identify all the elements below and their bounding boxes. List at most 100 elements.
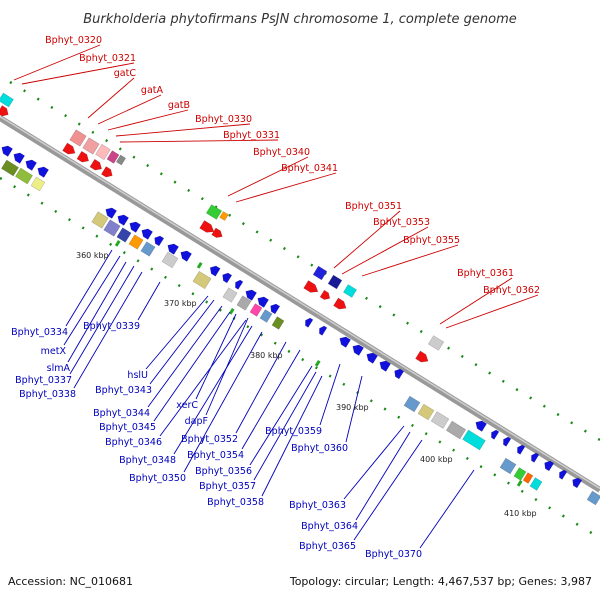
reverse-gene-arrow (1, 145, 13, 157)
reverse-gene-label[interactable]: slmA (47, 363, 71, 374)
scale-label: 390 kbp (336, 403, 369, 412)
reverse-gene-arrow (105, 207, 117, 219)
forward-gene-label[interactable]: Bphyt_0331 (223, 130, 280, 141)
reverse-label-leader (343, 425, 405, 500)
reverse-gene-label[interactable]: Bphyt_0365 (299, 541, 356, 552)
forward-gene-label[interactable]: Bphyt_0320 (45, 35, 102, 46)
reverse-gene-arrow (222, 272, 233, 284)
reverse-label-leader (147, 305, 223, 408)
inner-dotted-track (0, 176, 600, 540)
forward-gene-block (0, 92, 14, 108)
forward-label-leader (445, 294, 539, 329)
forward-label-leader (21, 62, 135, 85)
forward-gene-label[interactable]: Bphyt_0353 (373, 217, 430, 228)
reverse-gene-block (271, 316, 285, 330)
forward-gene-arrow (76, 150, 89, 163)
reverse-gene-arrow (559, 469, 568, 480)
rna-feature-tick (516, 480, 523, 487)
reverse-label-leader (149, 299, 215, 385)
forward-label-leader (107, 109, 189, 131)
reverse-gene-block (403, 395, 421, 413)
reverse-gene-block (1, 159, 19, 177)
reverse-label-leader (65, 249, 113, 327)
forward-label-leader (13, 44, 101, 81)
reverse-gene-label[interactable]: metX (41, 346, 67, 357)
genome-summary-text: Topology: circular; Length: 4,467,537 bp… (289, 575, 592, 588)
reverse-gene-arrow (117, 214, 129, 226)
reverse-gene-block (499, 457, 517, 475)
reverse-gene-arrow (25, 159, 37, 171)
reverse-gene-label[interactable]: Bphyt_0348 (119, 455, 176, 466)
reverse-gene-label[interactable]: Bphyt_0356 (195, 466, 252, 477)
forward-label-leader (361, 244, 459, 277)
reverse-label-leader (195, 313, 237, 400)
reverse-gene-arrow (270, 303, 281, 315)
reverse-gene-block (417, 403, 435, 421)
scale-label: 370 kbp (164, 299, 197, 308)
reverse-gene-label[interactable]: Bphyt_0357 (199, 481, 256, 492)
reverse-gene-label[interactable]: Bphyt_0352 (181, 434, 238, 445)
reverse-gene-label[interactable]: hslU (127, 370, 148, 381)
reverse-gene-arrow (167, 243, 179, 255)
forward-gene-block (219, 211, 229, 221)
accession-text: Accession: NC_010681 (8, 575, 133, 588)
forward-gene-label[interactable]: gatA (141, 85, 164, 96)
reverse-label-leader (63, 255, 121, 346)
forward-label-leader (227, 156, 309, 197)
reverse-gene-label[interactable]: Bphyt_0363 (289, 500, 346, 511)
forward-gene-block (95, 143, 111, 161)
rna-feature-tick (314, 360, 321, 367)
reverse-gene-arrow (339, 336, 351, 348)
reverse-gene-block (529, 477, 543, 491)
reverse-gene-block (249, 303, 263, 317)
reverse-gene-label[interactable]: Bphyt_0334 (11, 327, 68, 338)
reverse-label-leader (145, 295, 209, 370)
reverse-label-leader (249, 365, 313, 466)
forward-gene-label[interactable]: Bphyt_0321 (79, 53, 136, 64)
chromosome-backbone-highlight (0, 115, 600, 490)
reverse-gene-label[interactable]: Bphyt_0350 (129, 473, 186, 484)
forward-label-leader (439, 277, 513, 325)
reverse-gene-label[interactable]: Bphyt_0360 (291, 443, 348, 454)
forward-gene-label[interactable]: Bphyt_0362 (483, 285, 540, 296)
forward-gene-arrow (0, 105, 9, 117)
scale-label: 380 kbp (250, 351, 283, 360)
forward-gene-arrow (303, 280, 319, 293)
reverse-gene-label[interactable]: Bphyt_0359 (265, 426, 322, 437)
reverse-gene-block (462, 429, 486, 451)
reverse-gene-label[interactable]: Bphyt_0339 (83, 321, 140, 332)
reverse-label-leader (67, 261, 127, 363)
forward-gene-arrow (211, 227, 223, 238)
reverse-gene-block (116, 227, 132, 243)
reverse-gene-label[interactable]: Bphyt_0343 (95, 385, 152, 396)
reverse-gene-label[interactable]: Bphyt_0346 (105, 437, 162, 448)
forward-gene-label[interactable]: Bphyt_0361 (457, 268, 514, 279)
reverse-gene-label[interactable]: xerC (176, 400, 198, 411)
forward-gene-block (69, 129, 87, 147)
forward-gene-label[interactable]: Bphyt_0330 (195, 114, 252, 125)
reverse-gene-label[interactable]: Bphyt_0364 (301, 521, 358, 532)
reverse-gene-label[interactable]: dapF (185, 416, 208, 427)
reverse-gene-label[interactable]: Bphyt_0354 (187, 450, 244, 461)
reverse-gene-block (192, 270, 212, 290)
reverse-gene-label[interactable]: Bphyt_0345 (99, 422, 156, 433)
reverse-label-leader (355, 431, 411, 521)
forward-gene-block (115, 154, 127, 166)
forward-gene-label[interactable]: gatB (168, 100, 190, 111)
reverse-gene-label[interactable]: Bphyt_0344 (93, 408, 150, 419)
forward-gene-label[interactable]: Bphyt_0355 (403, 235, 460, 246)
forward-gene-label[interactable]: gatC (114, 68, 137, 79)
reverse-gene-label[interactable]: Bphyt_0337 (15, 375, 72, 386)
reverse-gene-arrow (503, 436, 512, 447)
forward-gene-label[interactable]: Bphyt_0341 (281, 163, 338, 174)
reverse-gene-label[interactable]: Bphyt_0358 (207, 497, 264, 508)
reverse-gene-label[interactable]: Bphyt_0370 (365, 549, 422, 560)
reverse-gene-arrow (129, 221, 141, 233)
reverse-gene-label[interactable]: Bphyt_0338 (19, 389, 76, 400)
forward-gene-label[interactable]: Bphyt_0340 (253, 147, 310, 158)
forward-gene-label[interactable]: Bphyt_0351 (345, 201, 402, 212)
scale-label: 360 kbp (76, 251, 109, 260)
reverse-gene-block (513, 467, 527, 481)
